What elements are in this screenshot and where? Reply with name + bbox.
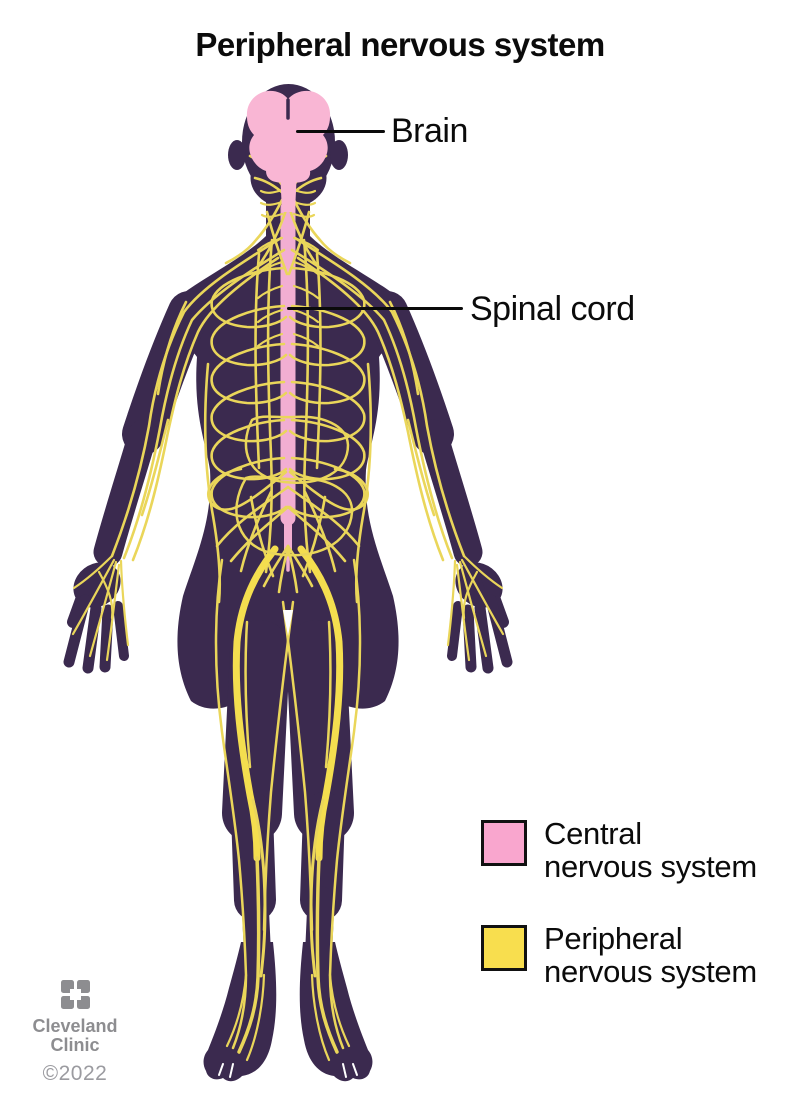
brain-shape <box>246 90 331 212</box>
org-name: Cleveland Clinic <box>28 1017 122 1055</box>
org-name-line2: Clinic <box>50 1035 100 1055</box>
central-nervous-system-swatch <box>481 820 527 866</box>
copyright-text: ©2022 <box>42 1062 108 1085</box>
legend-item-peripheral: Peripheral nervous system <box>481 922 757 988</box>
central-nervous-system-label: Central nervous system <box>544 817 757 883</box>
org-name-line1: Cleveland <box>32 1016 118 1036</box>
page-title: Peripheral nervous system <box>195 26 605 63</box>
legend-text-line: nervous system <box>544 849 757 884</box>
crotch-notch <box>283 610 293 636</box>
cleveland-clinic-logo-icon <box>60 980 90 1009</box>
peripheral-nervous-system-swatch <box>481 925 527 971</box>
brain-label-line <box>296 130 385 133</box>
logo-center-hole <box>69 989 81 1000</box>
peripheral-nervous-system-label: Peripheral nervous system <box>544 922 757 988</box>
legend-text-line: nervous system <box>544 954 757 989</box>
legend-text-line: Central <box>544 816 642 851</box>
attribution: Cleveland Clinic ©2022 <box>28 980 122 1086</box>
brain-label: Brain <box>391 112 468 150</box>
legend-item-central: Central nervous system <box>481 817 757 883</box>
legend-text-line: Peripheral <box>544 921 683 956</box>
legend: Central nervous system Peripheral nervou… <box>481 817 757 988</box>
spinal-cord-label-line <box>287 307 463 310</box>
spinal-cord-label: Spinal cord <box>470 290 635 328</box>
nerve-network <box>73 156 503 1060</box>
